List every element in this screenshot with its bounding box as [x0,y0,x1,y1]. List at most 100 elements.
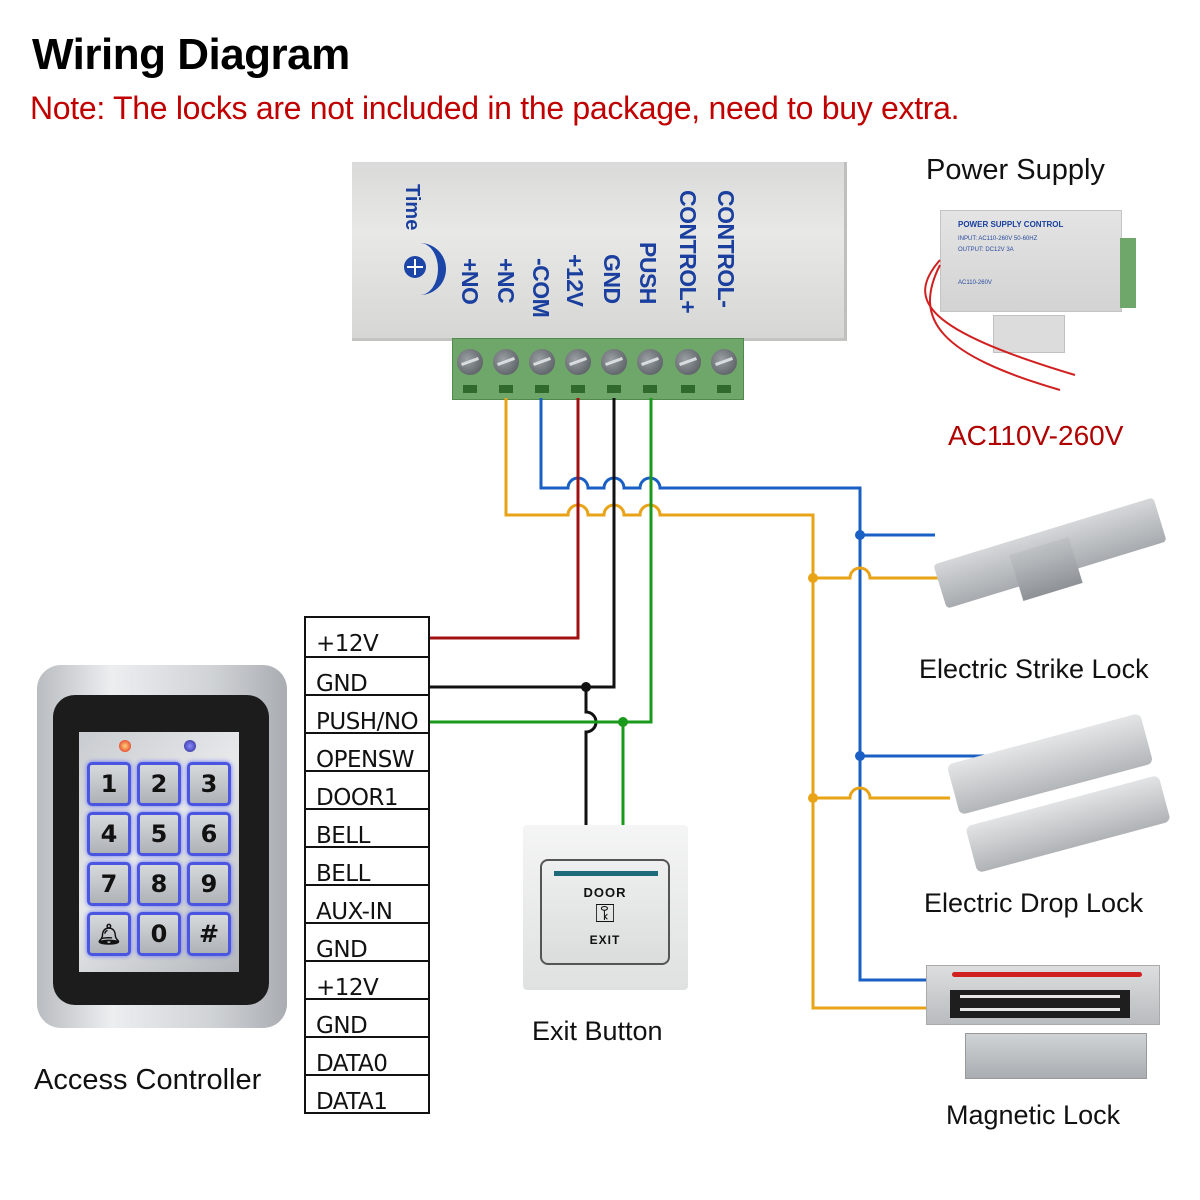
terminal-label-control-minus: CONTROL- [713,190,739,308]
terminal-block [452,338,744,400]
bell-icon: 🔔︎ [96,922,122,946]
terminal-slot [681,385,695,393]
terminal-slot [535,385,549,393]
terminal-label-control-plus: CONTROL+ [675,190,701,314]
pin-row: GND [306,658,428,696]
junction-push [618,717,628,727]
junction-com-drop [855,751,865,761]
ps-ac-wire [929,264,1061,391]
junction-com-strike [855,530,865,540]
magnetic-lock-label: Magnetic Lock [946,1100,1121,1130]
pin-row: DOOR1 [306,772,428,810]
ps-panel-ac: AC110-260V [958,280,992,286]
access-controller-keypad: 1 2 3 4 5 6 7 8 9 🔔︎ 0 # [37,665,287,1028]
ps-panel-output: OUTPUT: DC12V 3A [958,247,1014,253]
wire-no-strike [813,566,942,580]
key-4[interactable]: 4 [87,812,131,856]
pin-row: +12V [306,618,428,658]
pin-row: +12V [306,962,428,1000]
screw-icon [711,349,737,375]
wire-push [428,398,653,724]
power-supply-label: Power Supply [926,154,1105,186]
exit-face-door-text: DOOR [583,885,627,900]
wire-no-drop [813,786,950,800]
blue-led-icon [184,740,196,752]
electric-drop-lock-label: Electric Drop Lock [924,888,1144,918]
power-supply-voltage: AC110V-260V [948,420,1124,451]
terminal-slot [499,385,513,393]
pin-row: BELL [306,810,428,848]
terminal-slot [643,385,657,393]
terminal-label-com: -COM [528,258,554,318]
pin-row: PUSH/NO [306,696,428,734]
pin-row: AUX-IN [306,886,428,924]
junction-no-strike [808,573,818,583]
pin-row: GND [306,924,428,962]
terminal-label-12v: +12V [562,254,588,307]
keypad-bezel: 1 2 3 4 5 6 7 8 9 🔔︎ 0 # [53,695,269,1005]
pin-row: BELL [306,848,428,886]
screw-icon [457,349,483,375]
keypad-plate: 1 2 3 4 5 6 7 8 9 🔔︎ 0 # [79,732,239,972]
key-icon: ⚿ [595,899,615,929]
terminal-label-gnd: GND [599,254,625,304]
time-arc-icon [412,243,446,295]
pin-row: DATA0 [306,1038,428,1076]
ps-panel-title: POWER SUPPLY CONTROL [958,220,1064,229]
mag-lock-face [950,990,1130,1018]
key-6[interactable]: 6 [187,812,231,856]
terminal-slot [463,385,477,393]
terminal-label-push: PUSH [635,242,661,304]
screw-icon [601,349,627,375]
key-2[interactable]: 2 [137,762,181,806]
controller-pinout-table: +12V GND PUSH/NO OPENSW DOOR1 BELL BELL … [304,616,430,1114]
ps-panel-input: INPUT: AC110-260V 50-60HZ [958,236,1038,242]
exit-button-label: Exit Button [532,1016,663,1046]
terminal-label-nc: +NC [493,258,519,304]
key-7[interactable]: 7 [87,862,131,906]
terminal-label-no: +NO [457,258,483,305]
junction-gnd [581,682,591,692]
key-bell[interactable]: 🔔︎ [87,912,131,956]
screw-icon [565,349,591,375]
exit-button-image[interactable]: DOOR ⚿ EXIT [523,825,688,990]
screw-icon [637,349,663,375]
screw-icon [675,349,701,375]
key-3[interactable]: 3 [187,762,231,806]
time-knob-icon[interactable] [404,256,426,278]
pin-row: DATA1 [306,1076,428,1114]
mag-lock-wire [952,972,1142,977]
access-controller-label: Access Controller [34,1064,262,1096]
pin-row: OPENSW [306,734,428,772]
pin-row: GND [306,1000,428,1038]
key-hash[interactable]: # [187,912,231,956]
terminal-slot [717,385,731,393]
time-label: Time [401,184,423,231]
key-0[interactable]: 0 [137,912,181,956]
package-note: Note: The locks are not included in the … [30,90,960,126]
terminal-slot [571,385,585,393]
ps-mount-bracket [993,315,1065,353]
diagram-title: Wiring Diagram [32,30,350,79]
junction-no-drop [808,793,818,803]
armature-plate [965,1033,1147,1079]
ps-terminal-block [1120,238,1136,308]
ps-ac-wire [924,259,1076,376]
electric-strike-lock-label: Electric Strike Lock [919,654,1149,684]
key-8[interactable]: 8 [137,862,181,906]
exit-indicator-bar [554,871,658,876]
screw-icon [493,349,519,375]
key-5[interactable]: 5 [137,812,181,856]
wire-12v [428,398,580,640]
screw-icon [529,349,555,375]
exit-button-face[interactable]: DOOR ⚿ EXIT [540,859,670,965]
wire-gnd-exit [584,687,598,828]
key-9[interactable]: 9 [187,862,231,906]
red-led-icon [119,740,131,752]
terminal-slot [607,385,621,393]
wire-gnd [428,398,616,689]
exit-face-exit-text: EXIT [589,933,621,947]
power-supply-image [940,210,1122,312]
key-1[interactable]: 1 [87,762,131,806]
